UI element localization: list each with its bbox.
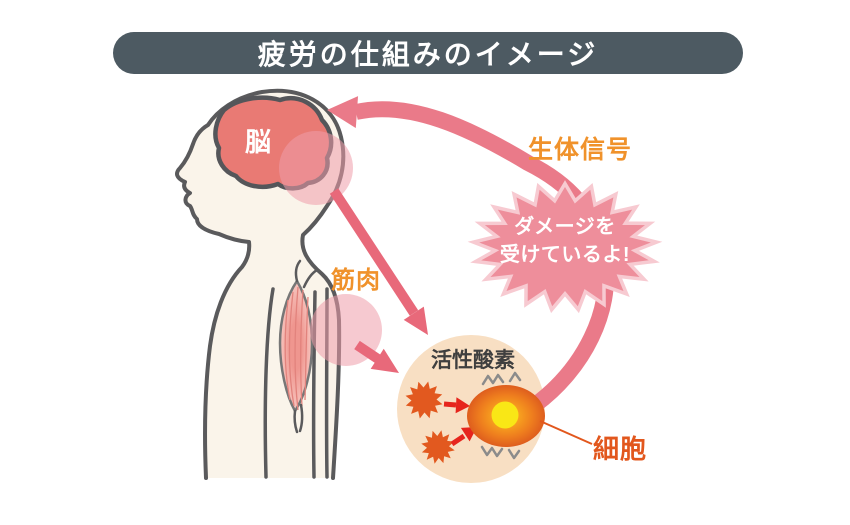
body-outline — [175, 88, 346, 480]
damage-burst-shape — [467, 180, 663, 314]
muscle-tendons — [293, 259, 319, 434]
cell-label: 細胞 — [593, 434, 648, 464]
ros-particle-1 — [405, 381, 443, 419]
signal-label: 生体信号 — [528, 136, 633, 164]
arrow-brain-to-cell — [329, 188, 428, 335]
stress-marks — [480, 371, 522, 460]
arm-front-line — [263, 287, 275, 479]
cell-pointer-line — [539, 420, 593, 445]
muscle-striations — [284, 286, 309, 411]
cell-nucleus — [491, 401, 519, 429]
ros-label: 活性酸素 — [431, 349, 515, 372]
red-arrow-1 — [443, 397, 470, 414]
ros-particle-2 — [421, 430, 455, 464]
arrow-muscle-to-cell — [354, 340, 399, 373]
highlight-circle-brain — [279, 131, 353, 205]
page-title: 疲労の仕組みのイメージ — [257, 39, 599, 70]
muscle-label: 筋肉 — [331, 267, 381, 294]
damage-burst-text: ダメージを 受けているよ! — [480, 213, 650, 269]
damage-burst-line2: 受けているよ! — [499, 244, 631, 266]
damage-burst-line1: ダメージを — [514, 216, 616, 238]
title-banner: 疲労の仕組みのイメージ — [113, 32, 743, 74]
brain-label: 脳 — [245, 127, 273, 157]
